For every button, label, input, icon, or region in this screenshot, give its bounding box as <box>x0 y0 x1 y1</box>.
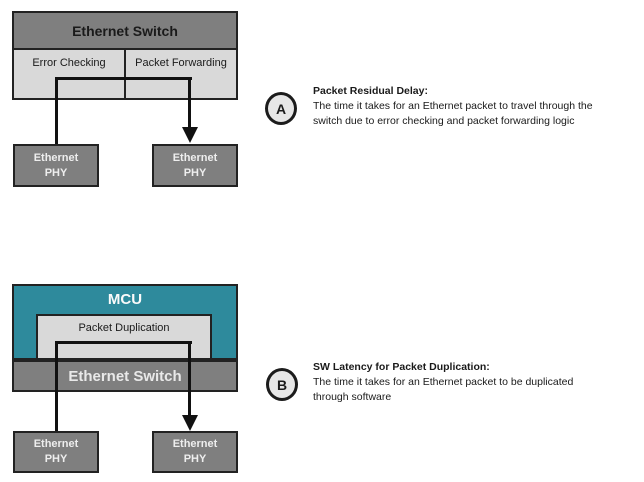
annotation-a-line2: switch due to error checking and packet … <box>313 115 575 127</box>
phy-label-line2: PHY <box>183 453 207 465</box>
packet-duplication-label: Packet Duplication <box>78 322 170 334</box>
label-letter-b: B <box>276 376 288 393</box>
annotation-b-line1: The time it takes for an Ethernet packet… <box>313 376 574 388</box>
connector-a-horizontal <box>55 77 192 80</box>
ethernet-switch-band: Ethernet Switch <box>12 360 238 392</box>
annotation-b: SW Latency for Packet Duplication: The t… <box>313 360 573 405</box>
connector-b-horizontal <box>55 341 192 344</box>
connector-a-right-vertical <box>188 77 191 128</box>
phy-box-a-right: Ethernet PHY <box>152 144 238 187</box>
label-circle-a: A <box>265 92 297 125</box>
annotation-a-line1: The time it takes for an Ethernet packet… <box>313 100 593 112</box>
phy-label-line1: Ethernet <box>33 151 79 164</box>
switch-function-cells: Error Checking Packet Forwarding <box>14 50 236 98</box>
annotation-b-line2: through software <box>313 391 392 403</box>
packet-duplication-box: Packet Duplication <box>36 314 212 360</box>
arrowhead-down-icon <box>182 415 198 431</box>
annotation-a-title: Packet Residual Delay: <box>313 85 428 97</box>
arrowhead-down-icon <box>182 127 198 143</box>
connector-a-left-vertical <box>55 77 58 144</box>
phy-label-line1: Ethernet <box>172 438 218 450</box>
connector-b-right-vertical <box>188 341 191 416</box>
label-circle-b: B <box>266 368 298 401</box>
mcu-label: MCU <box>107 291 143 308</box>
phy-label-line2: PHY <box>44 453 68 465</box>
phy-box-a-left: Ethernet PHY <box>13 144 99 187</box>
ethernet-switch-title: Ethernet Switch <box>14 13 236 50</box>
error-checking-cell: Error Checking <box>14 50 124 98</box>
phy-label-line1: Ethernet <box>33 438 79 450</box>
annotation-a: Packet Residual Delay: The time it takes… <box>313 84 593 129</box>
phy-label-line1: Ethernet <box>172 151 218 164</box>
annotation-b-title: SW Latency for Packet Duplication: <box>313 361 490 373</box>
label-letter-a: A <box>275 100 287 117</box>
ethernet-switch-box: Ethernet Switch Error Checking Packet Fo… <box>12 11 238 100</box>
phy-box-b-right: Ethernet PHY <box>152 431 238 473</box>
packet-forwarding-cell: Packet Forwarding <box>124 50 236 98</box>
phy-label-line2: PHY <box>44 166 68 179</box>
phy-label-line2: PHY <box>183 166 207 179</box>
phy-box-b-left: Ethernet PHY <box>13 431 99 473</box>
ethernet-switch-band-label: Ethernet Switch <box>68 367 182 385</box>
connector-b-left-vertical <box>55 341 58 431</box>
